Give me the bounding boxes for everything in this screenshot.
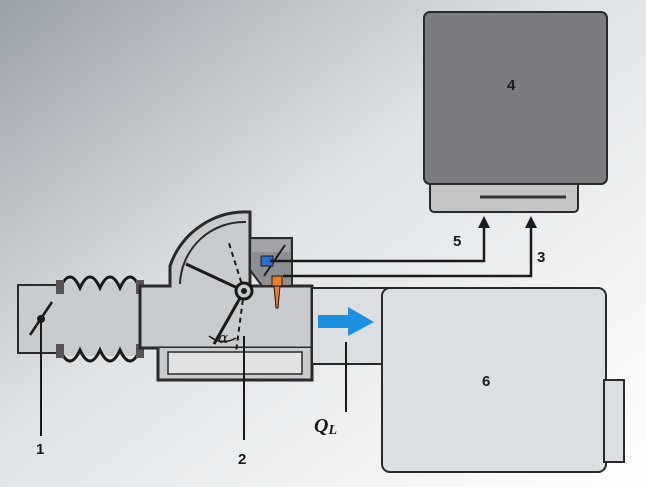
label-2: 2 [238,451,246,468]
label-4: 4 [507,77,516,94]
arrow-up-icon [478,216,490,228]
arrow-up-icon [525,216,537,228]
label-6: 6 [482,373,490,390]
label-3: 3 [537,249,545,266]
air-flow-ql-label: QL [314,415,337,438]
angle-alpha-label: α [218,329,228,347]
label-1: 1 [36,441,44,458]
sensor-flap [185,239,254,353]
label-5: 5 [453,233,461,250]
signal-lines [270,216,537,278]
arrow-right-icon [318,307,374,336]
air-flow-sensor-body [138,210,314,382]
sensor-contact-orange [271,275,283,287]
control-unit [423,11,608,213]
bellows [56,275,144,363]
